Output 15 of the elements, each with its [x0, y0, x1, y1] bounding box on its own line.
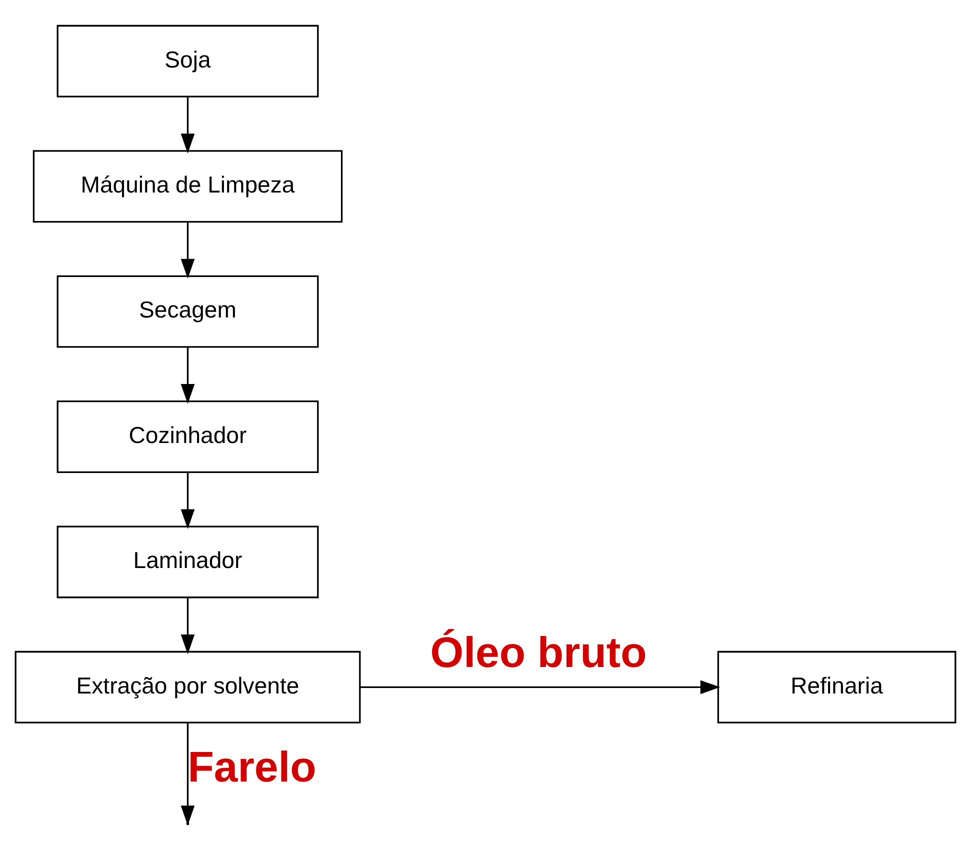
edge-label: Farelo [187, 744, 316, 792]
arrow [180, 222, 194, 279]
arrow [180, 472, 194, 530]
edge-label: Óleo bruto [430, 629, 646, 678]
node-box: Laminador [56, 526, 318, 598]
arrow [180, 598, 194, 654]
node-box: Máquina de Limpeza [32, 150, 342, 223]
node-box: Extração por solvente [14, 650, 360, 724]
arrow [180, 347, 194, 404]
arrow [180, 96, 194, 154]
node-box: Soja [56, 24, 318, 98]
node-box: Secagem [56, 275, 318, 348]
node-box: Cozinhador [56, 400, 318, 473]
arrow [359, 680, 720, 694]
node-box: Refinaria [716, 650, 956, 724]
